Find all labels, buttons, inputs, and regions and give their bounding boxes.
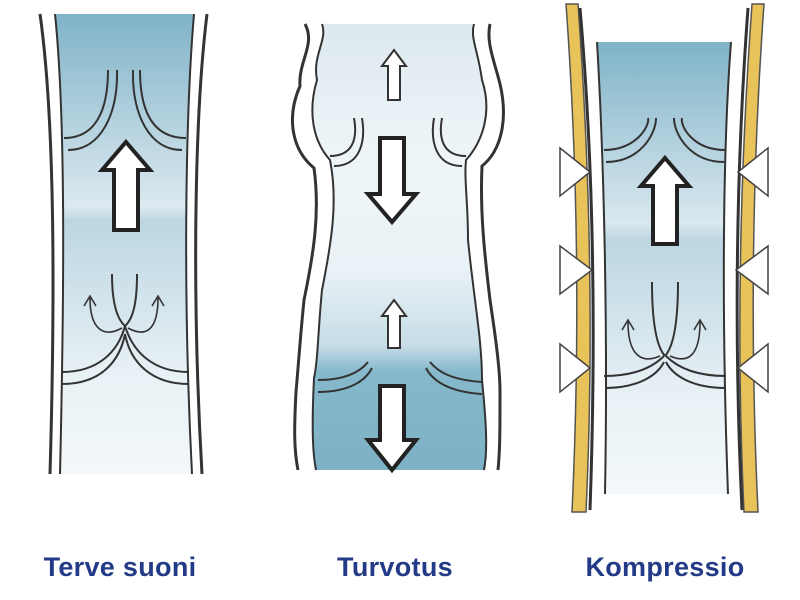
healthy-inner-wall-right <box>185 13 195 475</box>
healthy-upward-flow-arrow <box>97 138 155 232</box>
healthy-lumen <box>55 14 194 474</box>
compression-flow-curls <box>621 318 707 360</box>
compression-upward-flow-arrow <box>636 154 694 246</box>
healthy-flow-curls <box>83 294 165 333</box>
compression-pointers <box>559 146 769 394</box>
healthy-wall-right <box>194 13 209 475</box>
caption-healthy-vein: Terve suoni <box>43 552 197 582</box>
caption-swelling: Turvotus <box>337 552 453 582</box>
compression-inner-wall-right <box>722 41 732 495</box>
swelling-reflux-arrow-upper <box>363 136 421 226</box>
compression-lumen <box>597 42 731 494</box>
compression-pointer-left-1 <box>559 146 592 198</box>
healthy-inner-wall-left <box>54 13 65 475</box>
swelling-inner-wall-left <box>311 23 335 471</box>
compression-pointer-right-3 <box>736 342 769 394</box>
swelling-wall-right <box>479 23 505 471</box>
swelling-small-up-arrow-top <box>380 48 408 101</box>
swelling-small-up-arrow-middle <box>380 298 408 349</box>
compression-lower-valve <box>603 281 727 389</box>
compression-pointer-left-2 <box>559 244 594 296</box>
caption-compression: Kompressio <box>585 552 745 582</box>
swelling-reflux-arrow-lower <box>363 384 421 474</box>
swelling-wall-left <box>291 23 318 471</box>
compression-pointer-right-1 <box>736 146 769 198</box>
panel-healthy-vein <box>38 13 209 475</box>
compression-wall-right <box>735 7 750 511</box>
compression-pointer-right-2 <box>734 244 769 296</box>
swelling-lumen <box>312 24 487 470</box>
healthy-upper-valve <box>63 69 187 151</box>
compression-inner-wall-left <box>596 41 608 495</box>
swelling-inner-wall-right <box>464 23 488 471</box>
swelling-upper-valve <box>329 117 467 167</box>
panel-swelling <box>291 23 505 474</box>
panel-compression <box>559 3 769 513</box>
swelling-lower-valve <box>317 361 483 395</box>
healthy-wall-left <box>38 13 55 475</box>
compression-pointer-left-3 <box>559 342 592 394</box>
compression-wall-left <box>578 7 595 511</box>
compression-upper-valve <box>603 117 726 163</box>
healthy-lower-valve <box>61 273 190 385</box>
